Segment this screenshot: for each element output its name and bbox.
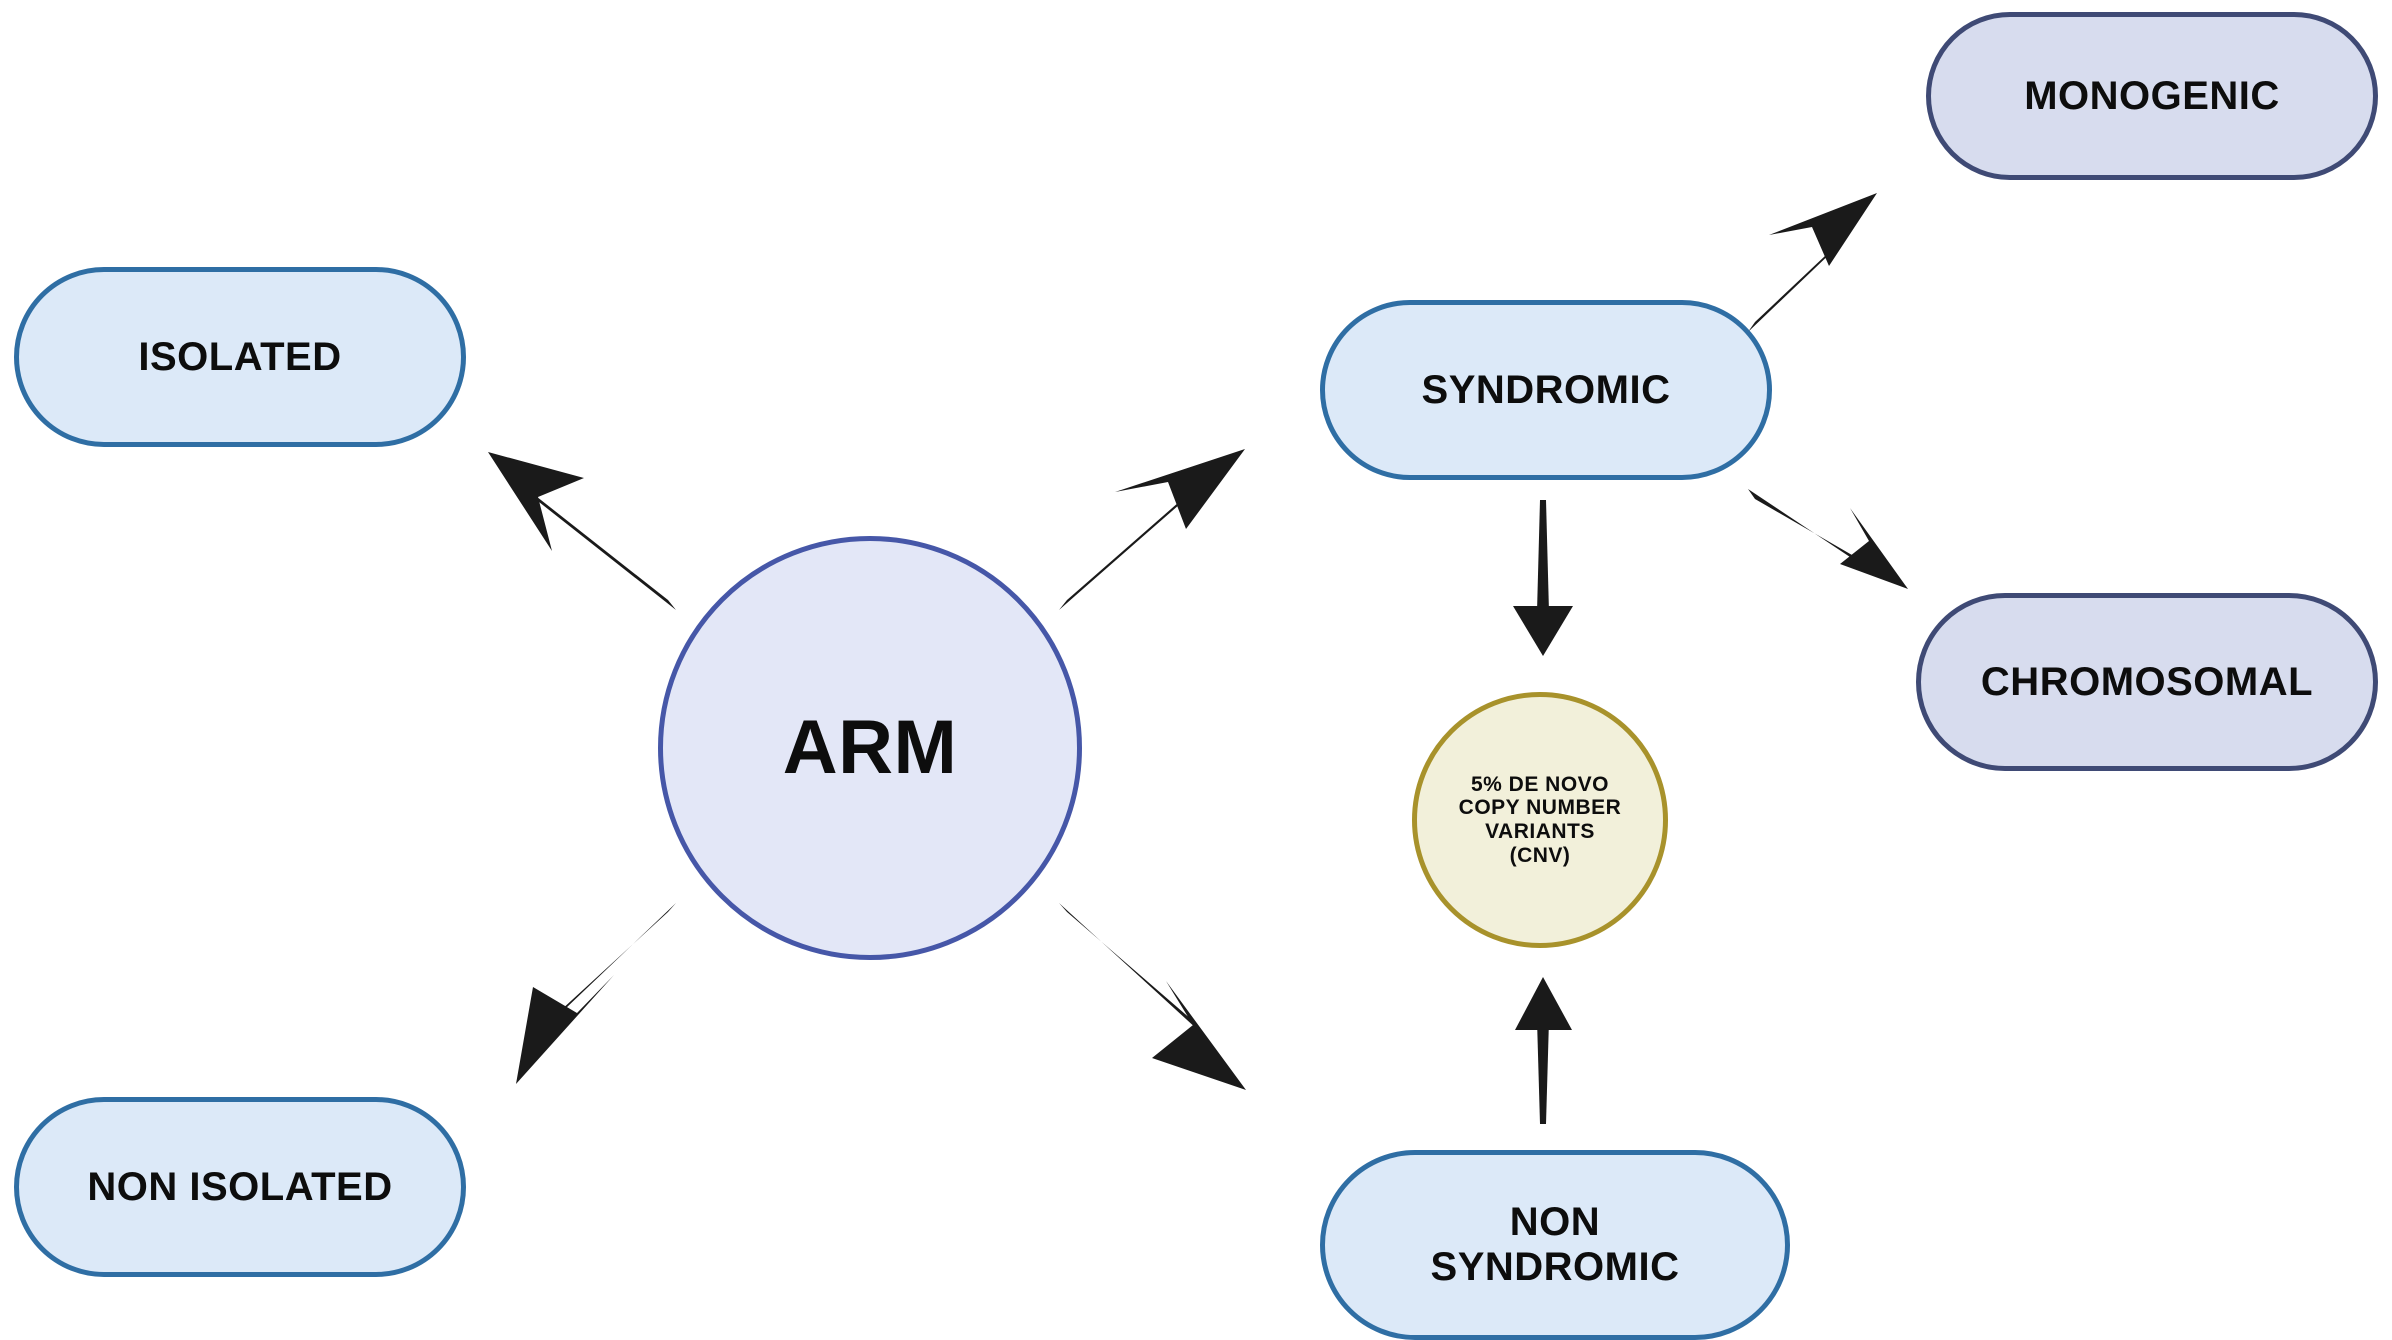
node-non-syndromic-line-1: NON: [1509, 1200, 1601, 1245]
node-arm-label: ARM: [782, 705, 958, 791]
node-cnv[interactable]: 5% DE NOVO COPY NUMBER VARIANTS (CNV): [1412, 692, 1668, 948]
node-non-isolated-label: NON ISOLATED: [87, 1164, 393, 1209]
node-chromosomal[interactable]: CHROMOSOMAL: [1916, 593, 2378, 771]
node-non-syndromic-line-2: SYNDROMIC: [1430, 1245, 1680, 1289]
node-non-syndromic[interactable]: NON SYNDROMIC: [1320, 1150, 1790, 1340]
edge-syndromic-to-cnv: [1513, 500, 1573, 656]
node-monogenic[interactable]: MONOGENIC: [1926, 12, 2378, 180]
edge-arm-to-non-syndromic: [1059, 903, 1246, 1090]
edge-syndromic-to-chromosomal: [1748, 489, 1908, 589]
node-cnv-line-1: 5% DE NOVO: [1470, 772, 1610, 796]
node-cnv-line-3: VARIANTS: [1485, 820, 1595, 843]
node-arm[interactable]: ARM: [658, 536, 1082, 960]
node-syndromic-label: SYNDROMIC: [1421, 367, 1671, 412]
node-non-syndromic-label: NON SYNDROMIC: [1431, 1200, 1680, 1290]
node-chromosomal-label: CHROMOSOMAL: [1980, 659, 2314, 704]
edge-arm-to-non-isolated: [516, 903, 676, 1084]
node-monogenic-label: MONOGENIC: [2024, 73, 2280, 118]
node-isolated-label: ISOLATED: [138, 334, 342, 379]
edge-syndromic-to-monogenic: [1748, 193, 1877, 332]
node-isolated[interactable]: ISOLATED: [14, 267, 466, 447]
edge-arm-to-isolated: [488, 452, 676, 610]
node-cnv-line-4: (CNV): [1509, 843, 1571, 867]
node-cnv-line-2: COPY NUMBER: [1458, 796, 1622, 820]
edge-arm-to-syndromic: [1059, 449, 1245, 610]
node-non-isolated[interactable]: NON ISOLATED: [14, 1097, 466, 1277]
node-syndromic[interactable]: SYNDROMIC: [1320, 300, 1772, 480]
edge-non-syndromic-to-cnv: [1515, 977, 1572, 1124]
